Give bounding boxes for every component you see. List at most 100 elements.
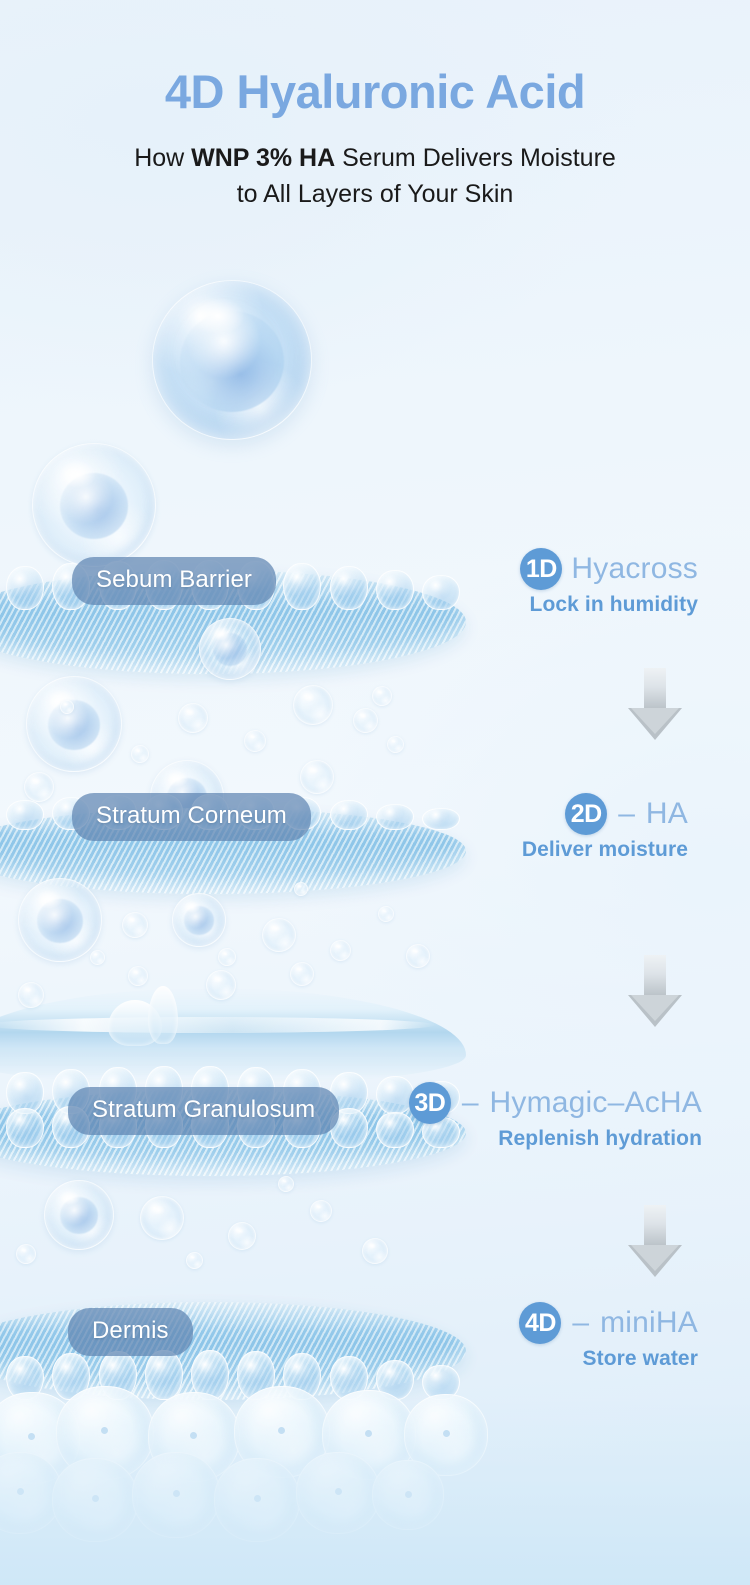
bubble xyxy=(140,1196,184,1240)
bubble xyxy=(372,686,392,706)
skin-cell xyxy=(375,804,414,830)
bubble xyxy=(24,772,54,802)
bubble xyxy=(378,906,394,922)
bubble xyxy=(353,708,378,733)
bubble xyxy=(228,1222,256,1250)
skin-cell xyxy=(329,1072,368,1114)
callout-dash-4d: – xyxy=(572,1306,590,1339)
bubble xyxy=(128,966,148,986)
layer-label-dermis: Dermis xyxy=(68,1308,193,1356)
badge-4d: 4D xyxy=(519,1302,562,1344)
bubble xyxy=(362,1238,388,1264)
benefit-text-4d: Store water xyxy=(582,1347,698,1370)
bubble xyxy=(293,685,333,725)
bubble xyxy=(16,1244,36,1264)
callout-dash-2d: – xyxy=(618,797,635,830)
bubble xyxy=(18,982,44,1008)
header: 4D Hyaluronic Acid How WNP 3% HA Serum D… xyxy=(0,0,750,212)
bubble xyxy=(300,760,334,794)
bubble xyxy=(218,948,236,966)
callout-row: 3D – Hymagic–AcHA xyxy=(408,1082,702,1124)
skin-cell xyxy=(144,1350,183,1400)
skin-cell xyxy=(6,566,45,610)
arrow-2d-to-3d xyxy=(628,955,682,1027)
subtitle-line2: to All Layers of Your Skin xyxy=(236,179,514,208)
page-subtitle: How WNP 3% HA Serum Delivers Moisture to… xyxy=(0,140,750,213)
callout-row: 4D – miniHA xyxy=(519,1302,698,1344)
bubble xyxy=(18,878,102,962)
falling-droplet-large xyxy=(32,443,156,567)
bubble xyxy=(262,918,296,952)
badge-2d: 2D xyxy=(565,793,608,835)
arrow-head-highlight xyxy=(631,995,679,1021)
bubble xyxy=(122,912,148,938)
benefit-text-3d: Replenish hydration xyxy=(498,1127,702,1150)
bubble xyxy=(90,950,105,965)
callout-3d: 3D – Hymagic–AcHA Replenish hydration xyxy=(408,1082,702,1151)
layer-label-stratum-corneum: Stratum Corneum xyxy=(72,793,311,841)
subtitle-post: Serum Delivers Moisture xyxy=(335,143,616,172)
arrow-head-highlight xyxy=(631,708,679,734)
layer-label-stratum-granulosum: Stratum Granulosum xyxy=(68,1087,340,1135)
ingredient-name-3d: Hymagic–AcHA xyxy=(489,1086,702,1119)
benefit-text-1d: Lock in humidity xyxy=(529,593,698,616)
skin-cell xyxy=(329,800,368,830)
bubble xyxy=(199,618,261,680)
benefit-text-2d: Deliver moisture xyxy=(521,838,688,861)
callout-row: 2D – HA xyxy=(522,793,688,835)
water-splash xyxy=(148,986,178,1044)
skin-cell xyxy=(6,1072,45,1114)
callout-2d: 2D – HA Deliver moisture xyxy=(522,793,688,862)
skin-cell xyxy=(421,1365,460,1400)
arrow-1d-to-2d xyxy=(628,668,682,740)
water-crest xyxy=(0,1016,436,1033)
arrow-shaft xyxy=(644,1205,666,1247)
layer-cell-row xyxy=(0,1346,466,1400)
callout-row: 1D Hyacross xyxy=(520,548,698,590)
callout-4d: 4D – miniHA Store water xyxy=(519,1302,698,1371)
skin-cell xyxy=(421,575,460,610)
bubble xyxy=(387,736,404,753)
skin-cell xyxy=(375,570,414,610)
skin-cell xyxy=(6,1108,45,1148)
ingredient-name-2d: HA xyxy=(645,797,688,830)
callout-1d: 1D Hyacross Lock in humidity xyxy=(520,548,698,617)
arrow-head-highlight xyxy=(631,1245,679,1271)
arrow-3d-to-4d xyxy=(628,1205,682,1277)
page-title: 4D Hyaluronic Acid xyxy=(164,65,586,118)
bottom-gradient-fade xyxy=(0,1395,750,1585)
ingredient-name-4d: miniHA xyxy=(600,1306,698,1339)
bubble xyxy=(186,1252,203,1269)
arrow-shaft xyxy=(644,955,666,997)
bubble xyxy=(310,1200,332,1222)
bubble xyxy=(206,970,236,1000)
bubble xyxy=(26,676,122,772)
skin-cell xyxy=(283,563,322,610)
skin-layer-dermis xyxy=(0,1288,466,1408)
bubble xyxy=(131,745,149,763)
subtitle-pre: How xyxy=(134,143,192,172)
bubble xyxy=(406,944,430,968)
bubble xyxy=(294,882,308,896)
skin-cell xyxy=(329,566,368,610)
skin-cell xyxy=(421,808,460,830)
subtitle-bold: WNP 3% HA xyxy=(191,143,336,172)
bubble xyxy=(330,940,351,961)
skin-cell xyxy=(52,1353,91,1400)
badge-1d: 1D xyxy=(520,548,563,590)
badge-3d: 3D xyxy=(408,1082,451,1124)
arrow-shaft xyxy=(644,668,666,710)
skin-cell xyxy=(6,800,45,830)
bubble xyxy=(278,1176,294,1192)
ingredient-name-1d: Hyacross xyxy=(571,552,698,585)
bubble xyxy=(60,700,74,714)
bubble xyxy=(172,893,226,947)
bubble xyxy=(44,1180,114,1250)
bubble xyxy=(290,962,314,986)
layer-label-sebum-barrier: Sebum Barrier xyxy=(72,557,277,605)
droplet-sheen xyxy=(190,296,245,335)
callout-dash-3d: – xyxy=(461,1086,479,1119)
bubble xyxy=(178,703,208,733)
hero-water-droplet xyxy=(152,280,312,440)
